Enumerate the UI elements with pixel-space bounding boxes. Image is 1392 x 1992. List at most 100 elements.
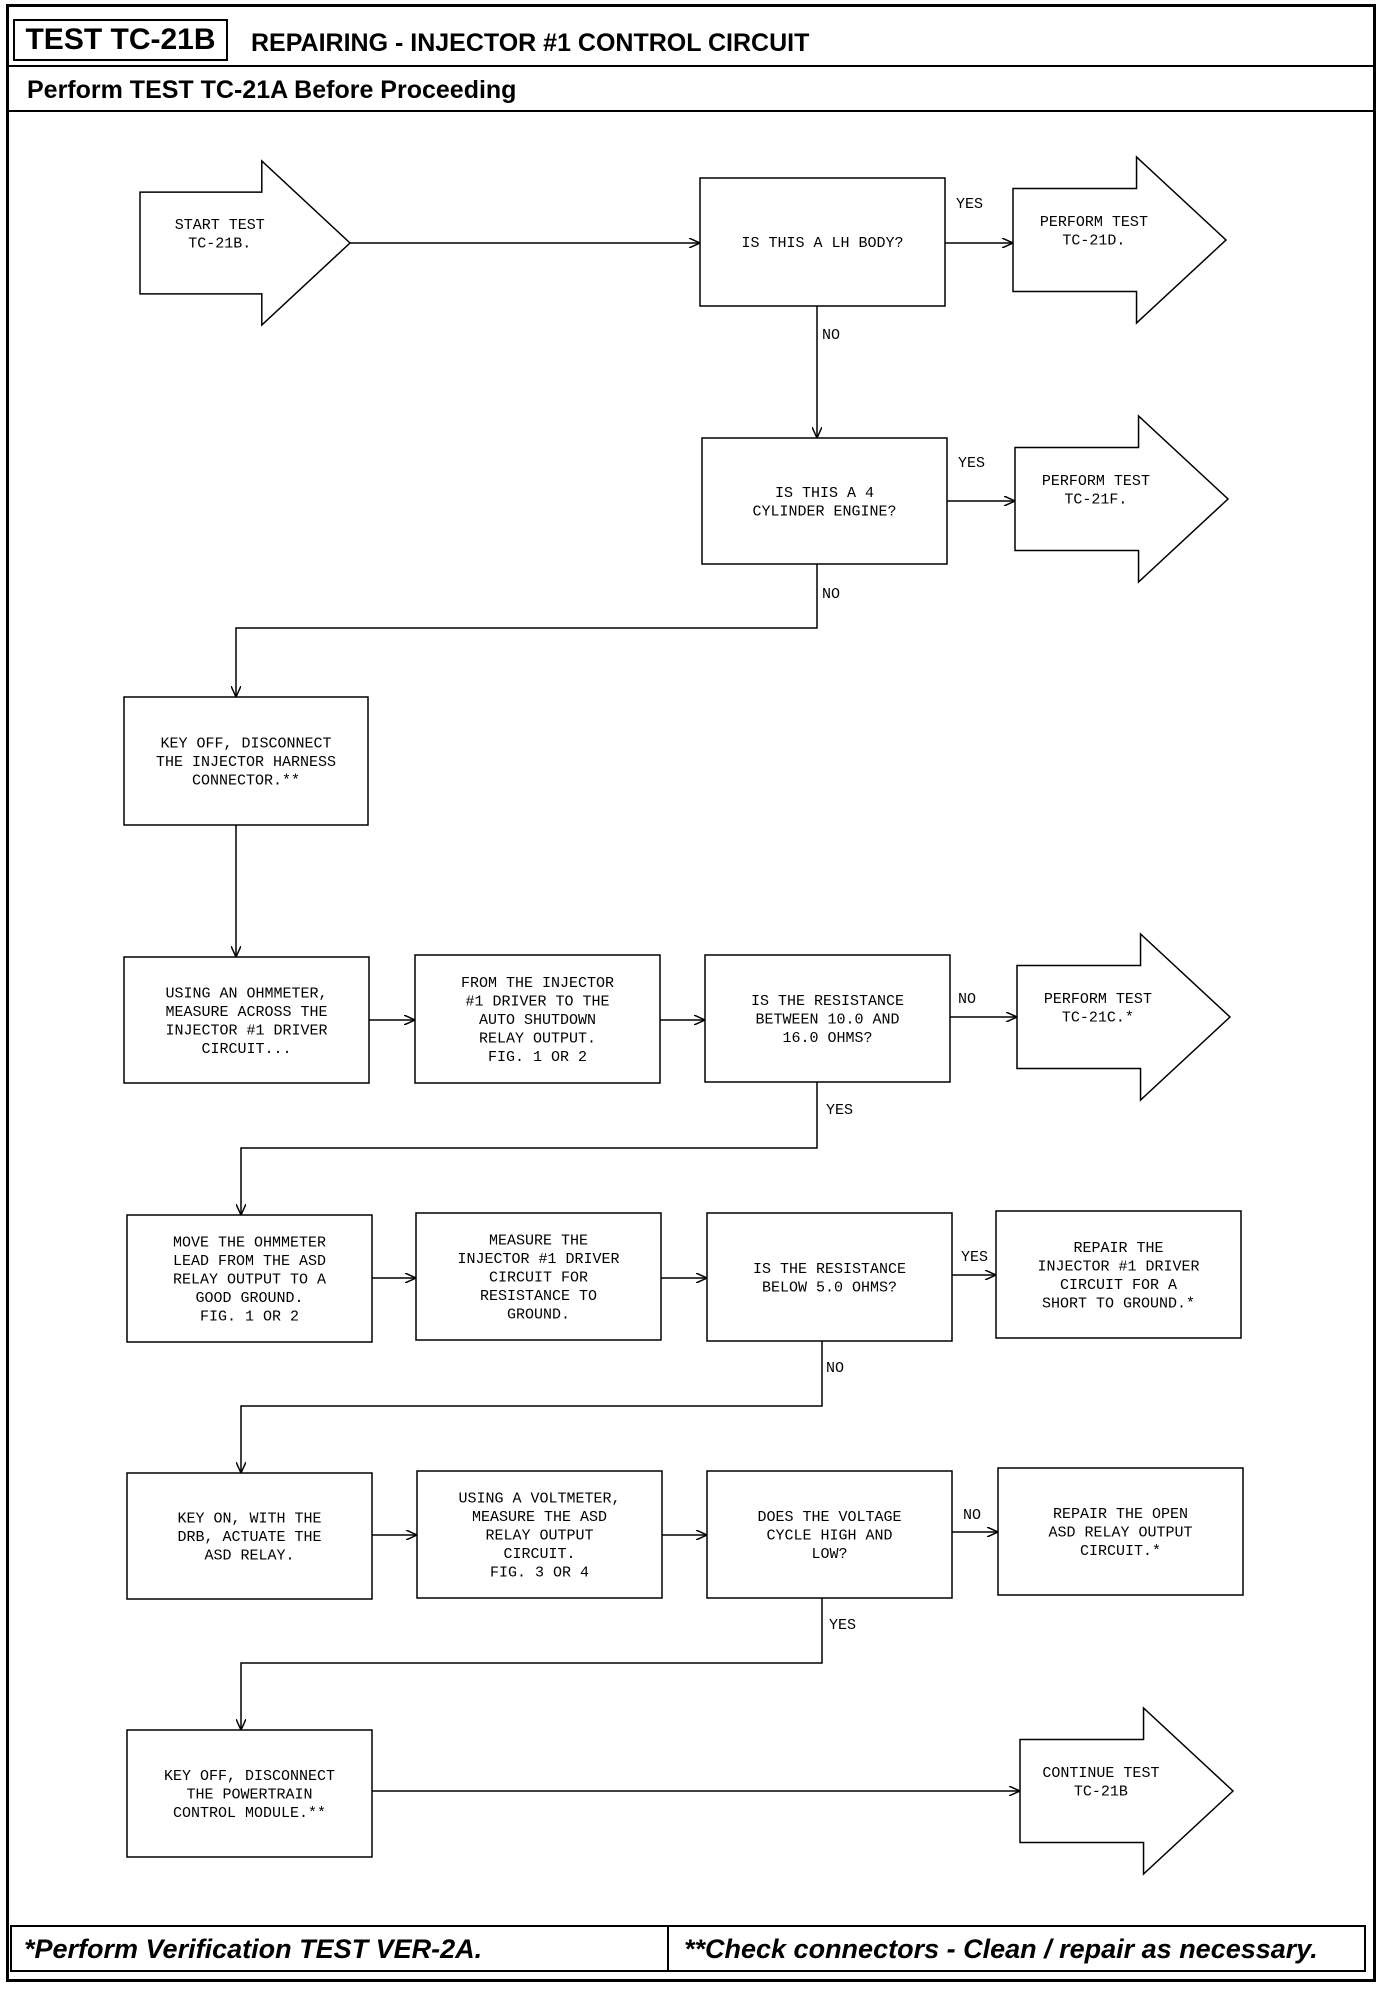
node-text-line: USING A VOLTMETER, — [458, 1491, 620, 1508]
node-text-line: REPAIR THE OPEN — [1053, 1506, 1188, 1523]
process-box — [704, 954, 951, 1083]
process-box — [126, 1214, 373, 1343]
terminal-arrow-shape — [1014, 414, 1230, 584]
node-text-line: RELAY OUTPUT — [485, 1528, 593, 1545]
node-text-line: PERFORM TEST — [1044, 991, 1152, 1008]
node-text-line: MOVE THE OHMMETER — [173, 1235, 326, 1252]
page-title: REPAIRING - INJECTOR #1 CONTROL CIRCUIT — [251, 29, 810, 57]
edge-label-res-yes: YES — [826, 1102, 853, 1119]
page-frame: TEST TC-21B REPAIRING - INJECTOR #1 CONT… — [6, 4, 1376, 1982]
node-text-line: ASD RELAY. — [204, 1548, 294, 1565]
node-text-line: KEY OFF, DISCONNECT — [160, 736, 331, 753]
footer-verification-note: *Perform Verification TEST VER-2A. — [24, 1934, 483, 1964]
node-text-line: INJECTOR #1 DRIVER — [457, 1251, 619, 1268]
node-voltmeter: USING A VOLTMETER,MEASURE THE ASD RELAY O… — [416, 1470, 663, 1599]
node-text-line: AUTO SHUTDOWN — [479, 1012, 596, 1029]
node-text-line: MEASURE THE — [489, 1233, 588, 1250]
node-text-line: BETWEEN 10.0 AND — [755, 1012, 899, 1029]
footer-connectors-note: **Check connectors - Clean / repair as n… — [684, 1934, 1318, 1964]
node-ohm-measure: USING AN OHMMETER,MEASURE ACROSS THEINJE… — [123, 956, 370, 1084]
node-text-line: USING AN OHMMETER, — [165, 985, 327, 1002]
node-text-line: CIRCUIT FOR A — [1060, 1277, 1177, 1294]
node-text-line: IS THIS A 4 — [775, 485, 874, 502]
footer-bar: *Perform Verification TEST VER-2A. **Che… — [10, 1925, 1366, 1972]
node-text-line: LOW? — [811, 1546, 847, 1563]
node-text-line: IS THE RESISTANCE — [753, 1261, 906, 1278]
process-box — [123, 956, 370, 1084]
node-text-line: TC-21D. — [1062, 232, 1125, 249]
node-text-line: FROM THE INJECTOR — [461, 975, 614, 992]
node-text-line: CYLINDER ENGINE? — [752, 503, 896, 520]
node-text-line: INJECTOR #1 DRIVER — [165, 1022, 327, 1039]
flow-connector — [241, 1341, 823, 1473]
node-text-line: PERFORM TEST — [1040, 214, 1148, 231]
node-text-line: FIG. 1 OR 2 — [488, 1049, 587, 1066]
node-text-line: BELOW 5.0 OHMS? — [762, 1279, 897, 1296]
process-box — [701, 437, 948, 565]
node-text-line: REPAIR THE — [1073, 1240, 1163, 1257]
process-box — [126, 1472, 373, 1600]
process-box — [995, 1210, 1242, 1339]
node-text-line: ASD RELAY OUTPUT — [1048, 1525, 1192, 1542]
node-text-line: FIG. 3 OR 4 — [490, 1565, 589, 1582]
process-box — [414, 954, 661, 1084]
node-text-line: TC-21F. — [1064, 491, 1127, 508]
node-text-line: CIRCUIT. — [503, 1546, 575, 1563]
node-text-line: CONNECTOR.** — [192, 773, 300, 790]
node-text-line: TC-21C.* — [1062, 1009, 1134, 1026]
edge-label-res-no: NO — [958, 991, 976, 1008]
node-text-line: CONTINUE TEST — [1042, 1765, 1159, 1782]
footer-verification-cell: *Perform Verification TEST VER-2A. — [12, 1927, 669, 1970]
node-text-line: 16.0 OHMS? — [782, 1030, 872, 1047]
flow-connector — [241, 1082, 818, 1215]
node-text-line: RESISTANCE TO — [480, 1288, 597, 1305]
process-box — [997, 1467, 1244, 1596]
node-text-line: IS THE RESISTANCE — [751, 993, 904, 1010]
edge-label-below5-no: NO — [826, 1360, 844, 1377]
flow-connector — [236, 564, 818, 697]
terminal-arrow-shape — [139, 159, 352, 327]
edge-label-volt-no: NO — [963, 1507, 981, 1524]
node-text-line: KEY ON, WITH THE — [177, 1511, 321, 1528]
process-box — [699, 177, 946, 307]
node-text-line: CYCLE HIGH AND — [766, 1528, 892, 1545]
node-text-line: LEAD FROM THE ASD — [173, 1253, 326, 1270]
edge-label-below5-yes: YES — [961, 1249, 988, 1266]
node-text-line: TC-21B. — [188, 235, 251, 252]
node-text-line: CIRCUIT.* — [1080, 1543, 1161, 1560]
node-text-line: IS THIS A LH BODY? — [741, 235, 903, 252]
process-box — [416, 1470, 663, 1599]
edge-label-lh-no: NO — [822, 327, 840, 344]
process-box — [123, 696, 369, 826]
process-box — [415, 1212, 662, 1341]
node-text-line: GOOD GROUND. — [195, 1290, 303, 1307]
node-text-line: TC-21B — [1074, 1783, 1128, 1800]
node-text-line: CONTROL MODULE.** — [173, 1805, 326, 1822]
node-text-line: #1 DRIVER TO THE — [465, 994, 609, 1011]
edge-label-cyl-no: NO — [822, 586, 840, 603]
edge-label-cyl-yes: YES — [958, 455, 985, 472]
node-text-line: CIRCUIT FOR — [489, 1270, 588, 1287]
node-text-line: MEASURE THE ASD — [472, 1509, 607, 1526]
node-text-line: INJECTOR #1 DRIVER — [1037, 1258, 1199, 1275]
node-text-line: THE POWERTRAIN — [186, 1787, 312, 1804]
node-text-line: CIRCUIT... — [201, 1041, 291, 1058]
flow-connector — [241, 1598, 823, 1730]
process-box — [706, 1470, 953, 1599]
